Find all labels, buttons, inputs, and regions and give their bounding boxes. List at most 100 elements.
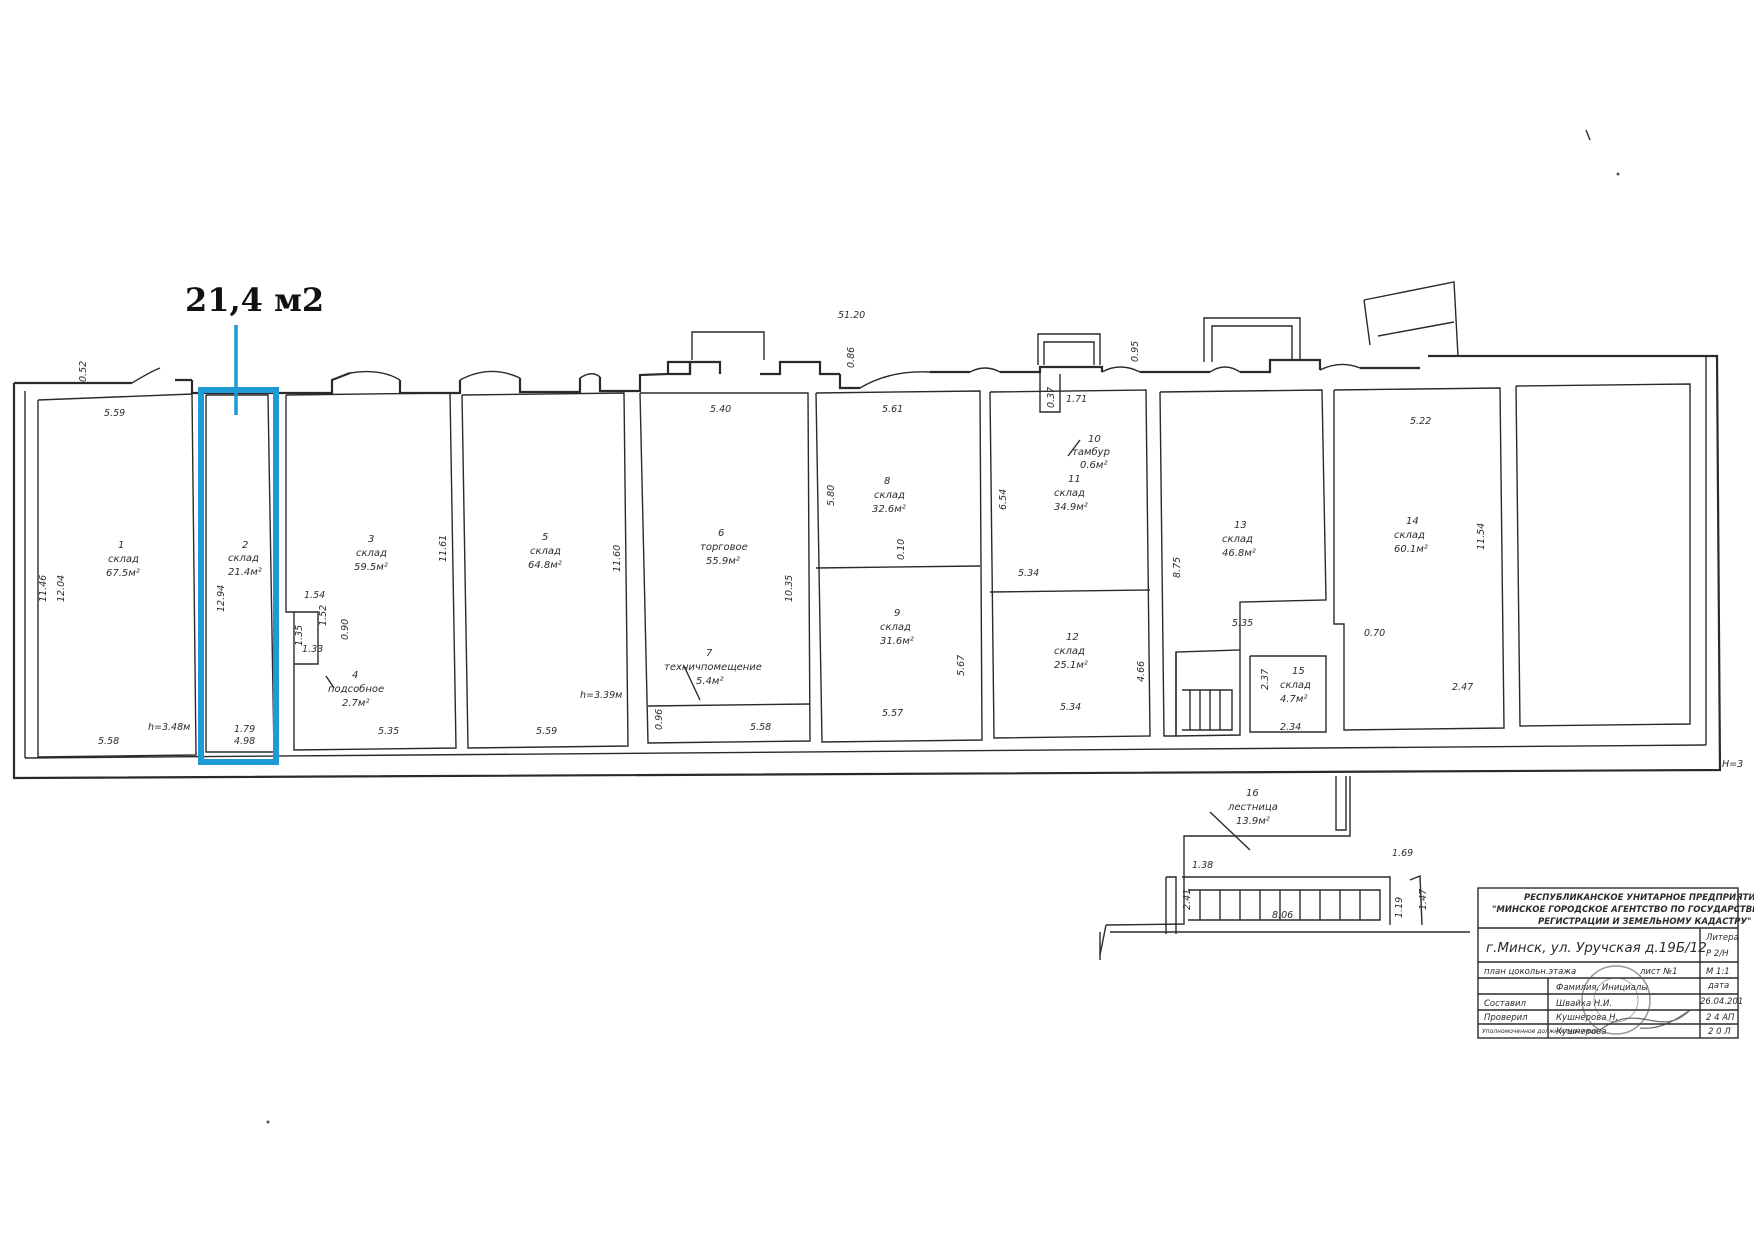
highlight-frame <box>198 387 279 765</box>
plan-text-rooms-2-area: 59.5м² <box>354 562 388 573</box>
plan-text-dims-d35: 4.66 <box>1136 661 1147 682</box>
leader-lines <box>325 439 1251 851</box>
plan-text-dims-d37: 8.75 <box>1172 557 1183 578</box>
plan-text-dims-d27: 0.10 <box>896 539 907 560</box>
plan-text-dims-d11: 1.54 <box>304 590 325 601</box>
plan-text-dims-d19: 5.59 <box>536 726 557 737</box>
stamp-right-3: М 1:1 <box>1706 967 1730 977</box>
plan-text-dims-d36: 5.34 <box>1060 702 1081 713</box>
room-6-label: 6 торговое 55.9м² <box>700 528 748 567</box>
room-1-label: 1 склад 67.5м² <box>106 540 140 579</box>
highlight-room-2[interactable] <box>198 325 279 765</box>
plan-text-rooms-12-num: 13 <box>1234 520 1247 531</box>
plan-text-dims-d29: 5.57 <box>882 708 903 719</box>
plan-text-rooms-8-area: 31.6м² <box>880 636 914 647</box>
plan-text-dims-d30: 0.95 <box>1130 341 1141 362</box>
plan-text-dims-d25: 5.61 <box>882 404 903 415</box>
signature <box>1599 1009 1691 1031</box>
plan-text-rooms-1-name: склад <box>228 553 259 564</box>
room-5-label: 5 склад 64.8м² <box>528 532 562 571</box>
plan-text-rooms-2-name: склад <box>356 548 387 559</box>
plan-text-dims-d49: 1.47 <box>1418 889 1429 910</box>
plan-text-dims-d31: 0.37 <box>1046 387 1057 408</box>
plan-text-rooms-12-area: 46.8м² <box>1222 548 1256 559</box>
plan-text-dims-d33: 6.54 <box>998 489 1009 510</box>
plan-text-dims-d9: 4.98 <box>234 736 255 747</box>
room-2-label: 2 склад 21.4м² <box>228 540 262 578</box>
stamp-date: 26.04.201 <box>1700 997 1743 1007</box>
outer-walls <box>12 354 1722 780</box>
plan-text-dims-d2: 5.59 <box>104 408 125 419</box>
plan-text-dims-d41: 5.22 <box>1410 416 1431 427</box>
plan-text-rooms-11-num: 12 <box>1066 632 1079 643</box>
dim-height-mark: Н=3 <box>1722 759 1743 770</box>
plan-text-dims-d8: 1.79 <box>234 724 255 735</box>
plan-text-dims-d48: 1.19 <box>1394 897 1405 918</box>
plan-text-rooms-8-num: 9 <box>894 608 900 619</box>
stamp-right-1: Литера <box>1705 933 1739 943</box>
stamp-right-4: дата <box>1707 981 1729 991</box>
plan-text-dims-d28: 5.67 <box>956 655 967 676</box>
plan-text-rooms-7-num: 8 <box>884 476 890 487</box>
room-9-label: 9 склад 31.6м² <box>880 608 914 647</box>
plan-text-dims-d21: 10.35 <box>784 575 795 602</box>
lower-stair <box>1099 776 1470 960</box>
plan-text-rooms-7-name: склад <box>874 490 905 501</box>
plan-text-rooms-11-name: склад <box>1054 646 1085 657</box>
plan-text-rooms-5-area: 55.9м² <box>706 556 740 567</box>
plan-text-dims-d42: 11.54 <box>1476 523 1487 550</box>
plan-text-rooms-9-num: 10 <box>1088 434 1101 445</box>
plan-text-dims-d43: 0.70 <box>1364 628 1385 639</box>
plan-text-dims-d32: 1.71 <box>1066 394 1087 405</box>
stamp-row-2: Проверил <box>1484 1013 1528 1023</box>
plan-text-dims-d50: 8.06 <box>1272 910 1293 921</box>
stamp-row-3-name: Кушнерова <box>1556 1027 1606 1037</box>
plan-text-dims-d18: h=3.39м <box>580 690 622 701</box>
plan-text-dims-d22: 0.96 <box>654 709 665 730</box>
plan-text-dims-d45: 1.38 <box>1192 860 1213 871</box>
dim-top-length: 51.20 <box>838 310 865 321</box>
room-15-label: 15 склад 4.7м² <box>1280 666 1311 705</box>
plan-text-rooms-14-name: склад <box>1280 680 1311 691</box>
plan-text-rooms-5-num: 6 <box>718 528 724 539</box>
plan-text-rooms-9-area: 0.6м² <box>1080 460 1107 471</box>
plan-text-rooms-7-area: 32.6м² <box>872 504 906 515</box>
plan-text-rooms-3-num: 4 <box>352 670 358 681</box>
stamp-org-line-1: РЕСПУБЛИКАНСКОЕ УНИТАРНОЕ ПРЕДПРИЯТИЕ <box>1524 893 1754 903</box>
plan-text-rooms-4-name: склад <box>530 546 561 557</box>
plan-text-dims-d46: 2.41 <box>1182 889 1193 910</box>
room-labels: 1 склад 67.5м² 2 склад 21.4м² 3 склад 59… <box>106 434 1428 827</box>
room-7-label: 7 техничпомещение 5.4м² <box>664 648 762 687</box>
plan-text-dims-d20: 5.40 <box>710 404 731 415</box>
plan-text-rooms-6-area: 5.4м² <box>696 676 723 687</box>
plan-text-rooms-10-name: склад <box>1054 488 1085 499</box>
plan-text-rooms-0-area: 67.5м² <box>106 568 140 579</box>
plan-text-dims-d7: 12.94 <box>216 585 227 612</box>
stamp-right-5: 2 4 АП <box>1706 1013 1735 1023</box>
plan-text-rooms-15-name: лестница <box>1227 802 1278 813</box>
plan-text-dims-d10: 11.61 <box>438 535 449 562</box>
room-8-label: 8 склад 32.6м² <box>872 476 906 515</box>
stamp-right-6: 2 0 Л <box>1708 1027 1731 1037</box>
plan-text-rooms-1-area: 21.4м² <box>228 567 262 578</box>
room-4-label: 4 подсобное 2.7м² <box>328 670 384 709</box>
plan-text-rooms-6-name: техничпомещение <box>664 662 762 673</box>
plan-text-rooms-4-num: 5 <box>542 532 548 543</box>
plan-text-rooms-14-num: 15 <box>1292 666 1305 677</box>
stamp-row-3: Уполномоченное должностное лицо <box>1482 1028 1598 1035</box>
plan-text-dims-d40: 2.34 <box>1280 722 1301 733</box>
room-13-label: 13 склад 46.8м² <box>1222 520 1256 559</box>
plan-text-rooms-13-name: склад <box>1394 530 1425 541</box>
plan-text-rooms-0-num: 1 <box>118 540 124 551</box>
plan-text-rooms-15-area: 13.9м² <box>1236 816 1270 827</box>
plan-text-rooms-2-num: 3 <box>368 534 374 545</box>
room-16-label: 16 лестница 13.9м² <box>1227 788 1278 827</box>
stamp-row-1-name: Швайка Н.И. <box>1556 999 1612 1009</box>
stamp-org-line-3: РЕГИСТРАЦИИ И ЗЕМЕЛЬНОМУ КАДАСТРУ" <box>1538 917 1751 927</box>
plan-text-rooms-5-name: торговое <box>700 542 748 553</box>
stamp-right-2: Р 2/Н <box>1706 949 1729 959</box>
plan-text-rooms-13-num: 14 <box>1406 516 1419 527</box>
plan-text-dims-d34: 5.34 <box>1018 568 1039 579</box>
plan-text-dims-d38: 5.35 <box>1232 618 1253 629</box>
top-projections <box>691 281 1459 365</box>
